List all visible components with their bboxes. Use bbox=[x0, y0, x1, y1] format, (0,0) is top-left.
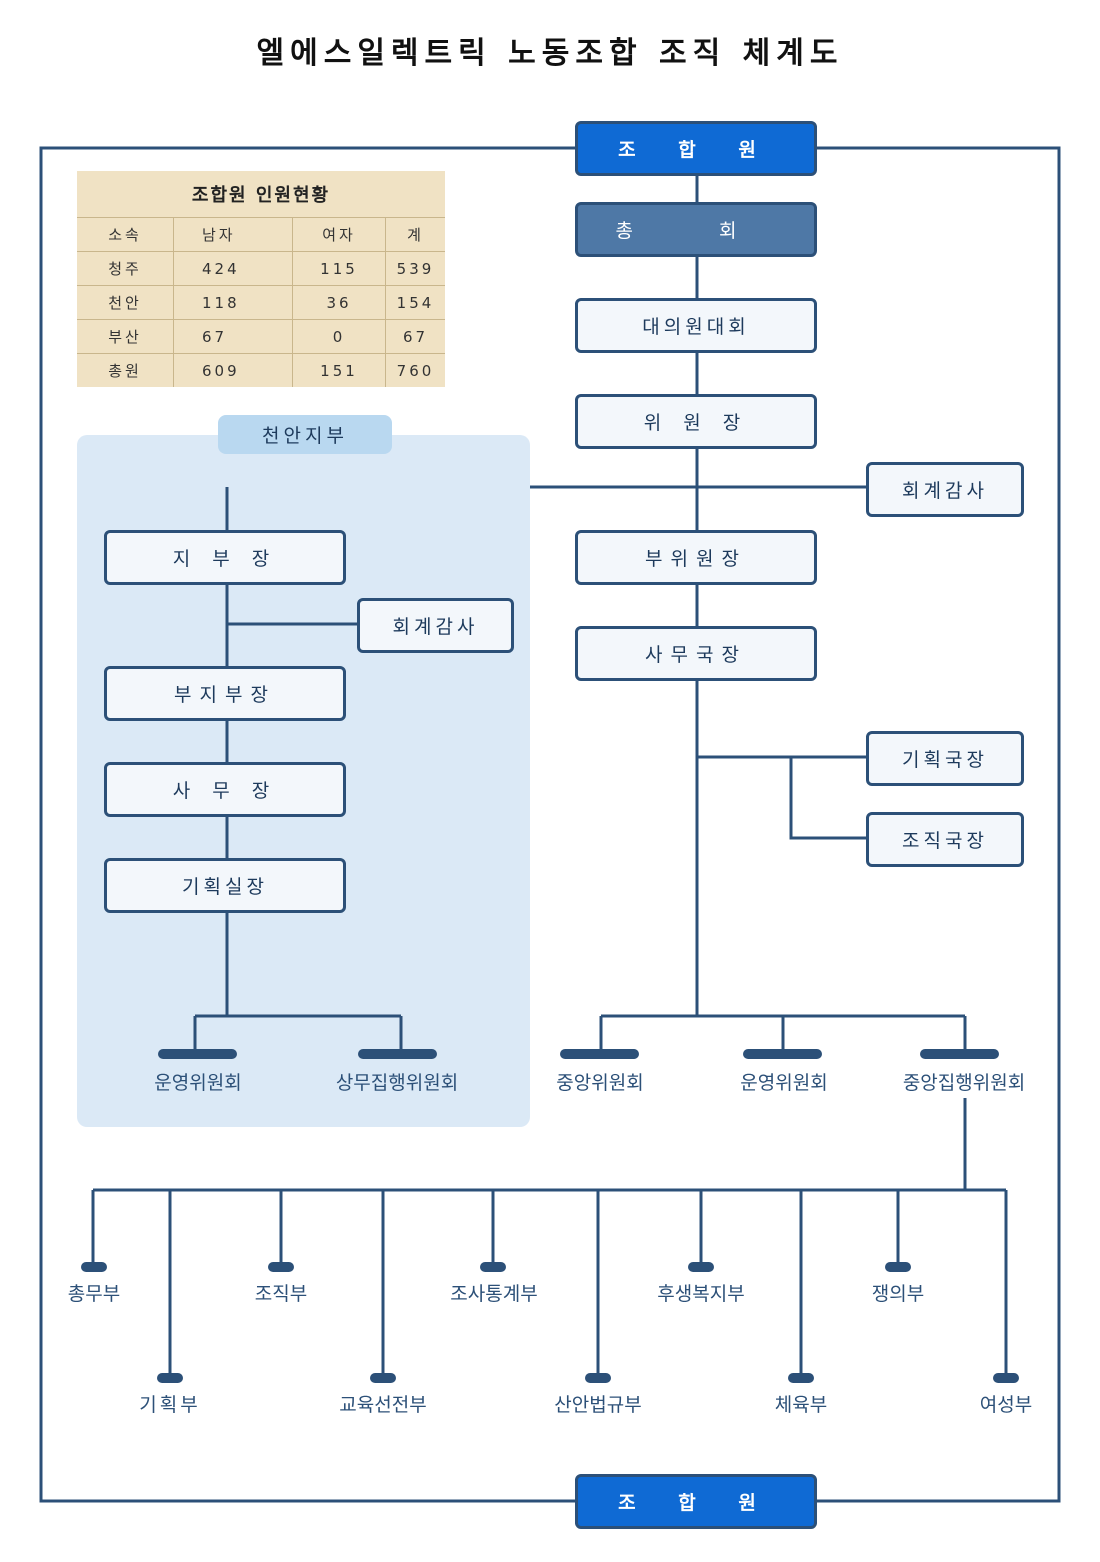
stats-cell: 총원 bbox=[77, 353, 174, 387]
branch-name-tab: 천안지부 bbox=[218, 415, 392, 454]
department-label: 교육선전부 bbox=[339, 1394, 427, 1416]
central-exec-committee-label: 중앙집행위원회 bbox=[902, 1072, 1026, 1094]
stats-cell: 609 bbox=[173, 353, 293, 387]
stats-cell: 36 bbox=[292, 285, 386, 320]
stats-header-row: 소속 남자 여자 계 bbox=[77, 217, 445, 252]
general-assembly-box: 총 회 bbox=[575, 202, 817, 257]
department-label: 후생복지부 bbox=[657, 1283, 745, 1305]
department-label: 쟁의부 bbox=[871, 1283, 925, 1305]
vice-chair-box: 부위원장 bbox=[575, 530, 817, 585]
stats-caption: 조합원 인원현황 bbox=[191, 185, 331, 206]
stats-row: 총원 609 151 760 bbox=[77, 353, 445, 387]
department-label: 조직부 bbox=[254, 1283, 308, 1305]
stats-cell: 154 bbox=[385, 285, 445, 320]
stats-header: 여자 bbox=[292, 217, 386, 252]
stats-cell: 청주 bbox=[77, 251, 174, 286]
stats-row: 부산 67 0 67 bbox=[77, 319, 445, 354]
department-label: 체육부 bbox=[774, 1394, 828, 1416]
stats-cell: 424 bbox=[173, 251, 293, 286]
stats-cell: 천안 bbox=[77, 285, 174, 320]
branch-steering-label: 운영위원회 bbox=[154, 1072, 242, 1094]
stats-header: 남자 bbox=[173, 217, 293, 252]
stats-cell: 0 bbox=[292, 319, 386, 354]
secretary-general-box: 사무국장 bbox=[575, 626, 817, 681]
branch-deputy-box: 부지부장 bbox=[104, 666, 346, 721]
audit-box: 회계감사 bbox=[866, 462, 1024, 517]
organizing-director-box: 조직국장 bbox=[866, 812, 1024, 867]
branch-head-box: 지 부 장 bbox=[104, 530, 346, 585]
members-top-box: 조 합 원 bbox=[575, 121, 817, 176]
department-label: 기획부 bbox=[139, 1394, 201, 1416]
branch-office-box: 사 무 장 bbox=[104, 762, 346, 817]
stats-cell: 151 bbox=[292, 353, 386, 387]
members-bottom-box: 조 합 원 bbox=[575, 1474, 817, 1529]
chair-box: 위 원 장 bbox=[575, 394, 817, 449]
stats-cell: 539 bbox=[385, 251, 445, 286]
stats-cell: 67 bbox=[173, 319, 293, 354]
stats-cell: 118 bbox=[173, 285, 293, 320]
stats-row: 천안 118 36 154 bbox=[77, 285, 445, 320]
stats-cell: 115 bbox=[292, 251, 386, 286]
department-label: 총무부 bbox=[67, 1283, 121, 1305]
department-label: 조사통계부 bbox=[450, 1283, 538, 1305]
central-committee-label: 중앙위원회 bbox=[556, 1072, 644, 1094]
stats-header: 소속 bbox=[77, 217, 174, 252]
stats-row: 청주 424 115 539 bbox=[77, 251, 445, 286]
department-label: 여성부 bbox=[979, 1394, 1033, 1416]
delegates-assembly-box: 대의원대회 bbox=[575, 298, 817, 353]
department-label: 산안법규부 bbox=[554, 1394, 642, 1416]
stats-cell: 760 bbox=[385, 353, 445, 387]
steering-committee-label: 운영위원회 bbox=[740, 1072, 828, 1094]
member-stats-table: 조합원 인원현황 소속 남자 여자 계 청주 424 115 539 천안 11… bbox=[77, 171, 445, 387]
page-title: 엘에스일렉트릭 노동조합 조직 체계도 bbox=[256, 36, 844, 71]
branch-standing-exec-label: 상무집행위원회 bbox=[335, 1072, 459, 1094]
branch-planning-box: 기획실장 bbox=[104, 858, 346, 913]
stats-cell: 부산 bbox=[77, 319, 174, 354]
planning-director-box: 기획국장 bbox=[866, 731, 1024, 786]
stats-header: 계 bbox=[385, 217, 445, 252]
stats-cell: 67 bbox=[385, 319, 445, 354]
branch-audit-box: 회계감사 bbox=[357, 598, 514, 653]
